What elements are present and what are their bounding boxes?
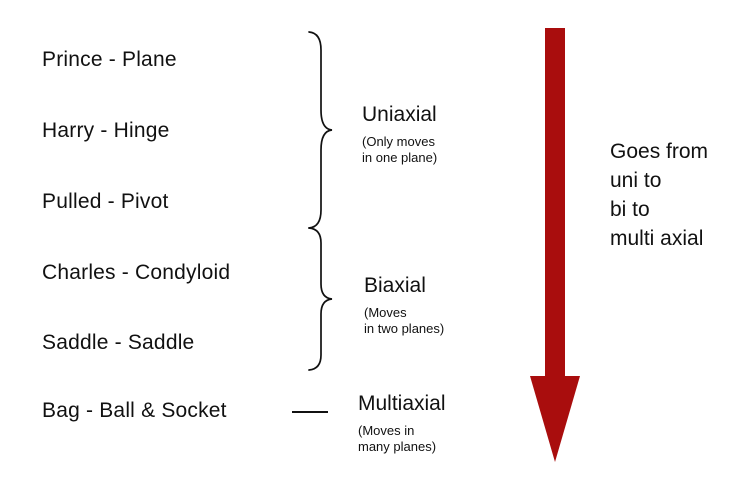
mnemonic-item-pivot: Pulled - Pivot [42, 190, 169, 213]
group-label-multiaxial: Multiaxial (Moves in many planes) [358, 392, 446, 455]
group-note-line2: many planes) [358, 439, 437, 454]
mnemonic-item-saddle: Saddle - Saddle [42, 331, 195, 354]
side-note-line4: multi axial [610, 227, 704, 250]
group-note-line1: (Moves in [358, 423, 415, 438]
group-title: Multiaxial [358, 392, 446, 415]
side-note: Goes from uni to bi to multi axial [610, 137, 708, 253]
curly-brace-biaxial-icon [304, 226, 334, 377]
side-note-line2: uni to [610, 169, 662, 192]
group-title: Biaxial [364, 274, 426, 297]
down-arrow-icon [518, 28, 590, 469]
group-note-line2: in one plane) [362, 150, 438, 165]
dash-connector-multiaxial-icon [292, 411, 328, 413]
mnemonic-item-hinge: Harry - Hinge [42, 119, 170, 142]
side-note-line3: bi to [610, 198, 650, 221]
group-label-uniaxial: Uniaxial (Only moves in one plane) [362, 103, 437, 166]
group-title: Uniaxial [362, 103, 437, 126]
group-note-line1: (Moves [364, 305, 407, 320]
group-note-line2: in two planes) [364, 321, 445, 336]
side-note-line1: Goes from [610, 140, 709, 163]
curly-brace-uniaxial-icon [304, 30, 334, 235]
group-label-biaxial: Biaxial (Moves in two planes) [364, 274, 444, 337]
mnemonic-item-plane: Prince - Plane [42, 48, 177, 71]
mnemonic-item-condyloid: Charles - Condyloid [42, 261, 231, 284]
group-note-line1: (Only moves [362, 134, 435, 149]
mnemonic-item-ballsocket: Bag - Ball & Socket [42, 399, 227, 422]
